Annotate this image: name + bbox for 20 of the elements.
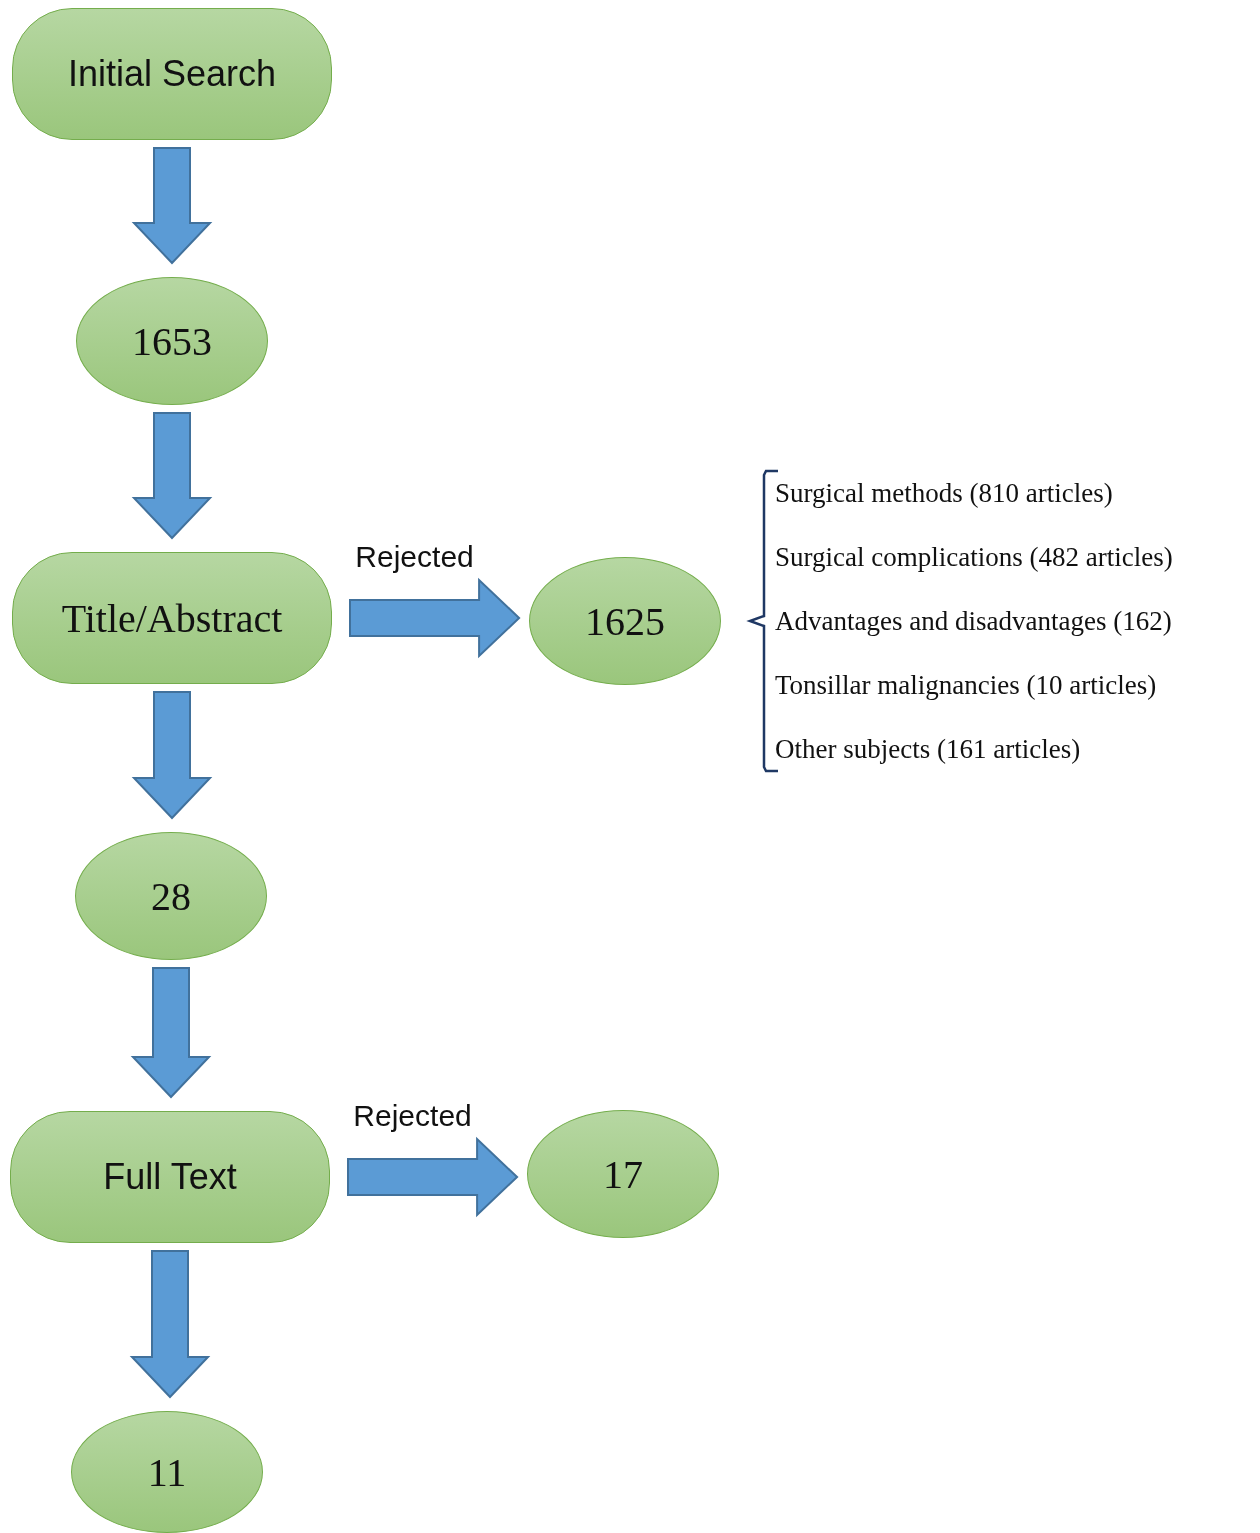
block-arrow [129,1250,211,1399]
category-text: Advantages and disadvantages (162) [775,606,1172,637]
node-text: 28 [151,872,191,920]
category-text: Other subjects (161 articles) [775,734,1081,765]
category-text: Tonsillar malignancies (10 articles) [775,670,1157,701]
node-text: 1653 [132,317,212,365]
block-arrow [131,412,213,540]
category-text: Surgical complications (482 articles) [775,542,1173,573]
block-arrow [131,147,213,265]
node-text: 17 [603,1150,643,1198]
block-arrow [131,691,213,820]
node-text: Title/Abstract [61,594,283,642]
category-text: Surgical methods (810 articles) [775,478,1113,509]
node-text: Initial Search [67,53,277,95]
block-arrow [347,1136,519,1218]
block-arrow [130,967,212,1099]
block-arrow [349,577,521,659]
node-text: 1625 [585,597,665,645]
node-text: Full Text [103,1156,237,1198]
node-text: 11 [147,1448,187,1496]
